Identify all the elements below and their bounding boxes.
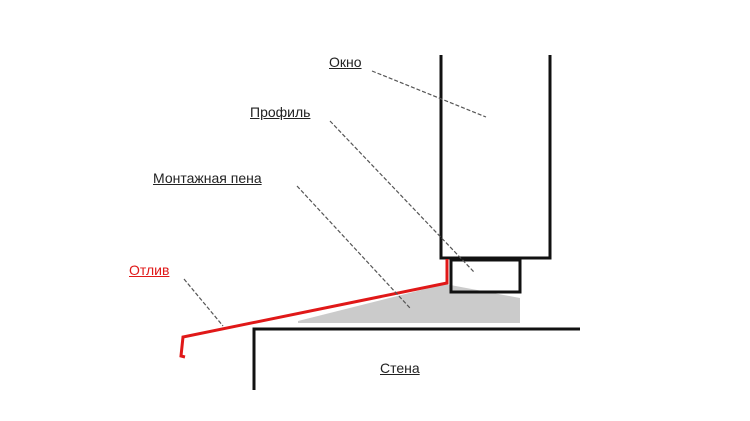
profile-leader-line	[329, 120, 475, 273]
drip-leader-line	[183, 278, 224, 327]
drip-sill	[179, 259, 449, 359]
profile-box	[449, 258, 522, 294]
foam-leader-line	[296, 185, 411, 309]
profile-label: Профиль	[250, 104, 311, 120]
wall-outline	[252, 327, 580, 390]
window-label: Окно	[329, 54, 362, 70]
window-leader-line	[371, 70, 487, 118]
drip-label: Отлив	[129, 262, 170, 278]
foam-label: Монтажная пена	[153, 170, 262, 186]
wall-label: Стена	[380, 360, 420, 376]
window-frame	[439, 55, 552, 260]
mounting-foam	[298, 284, 520, 323]
